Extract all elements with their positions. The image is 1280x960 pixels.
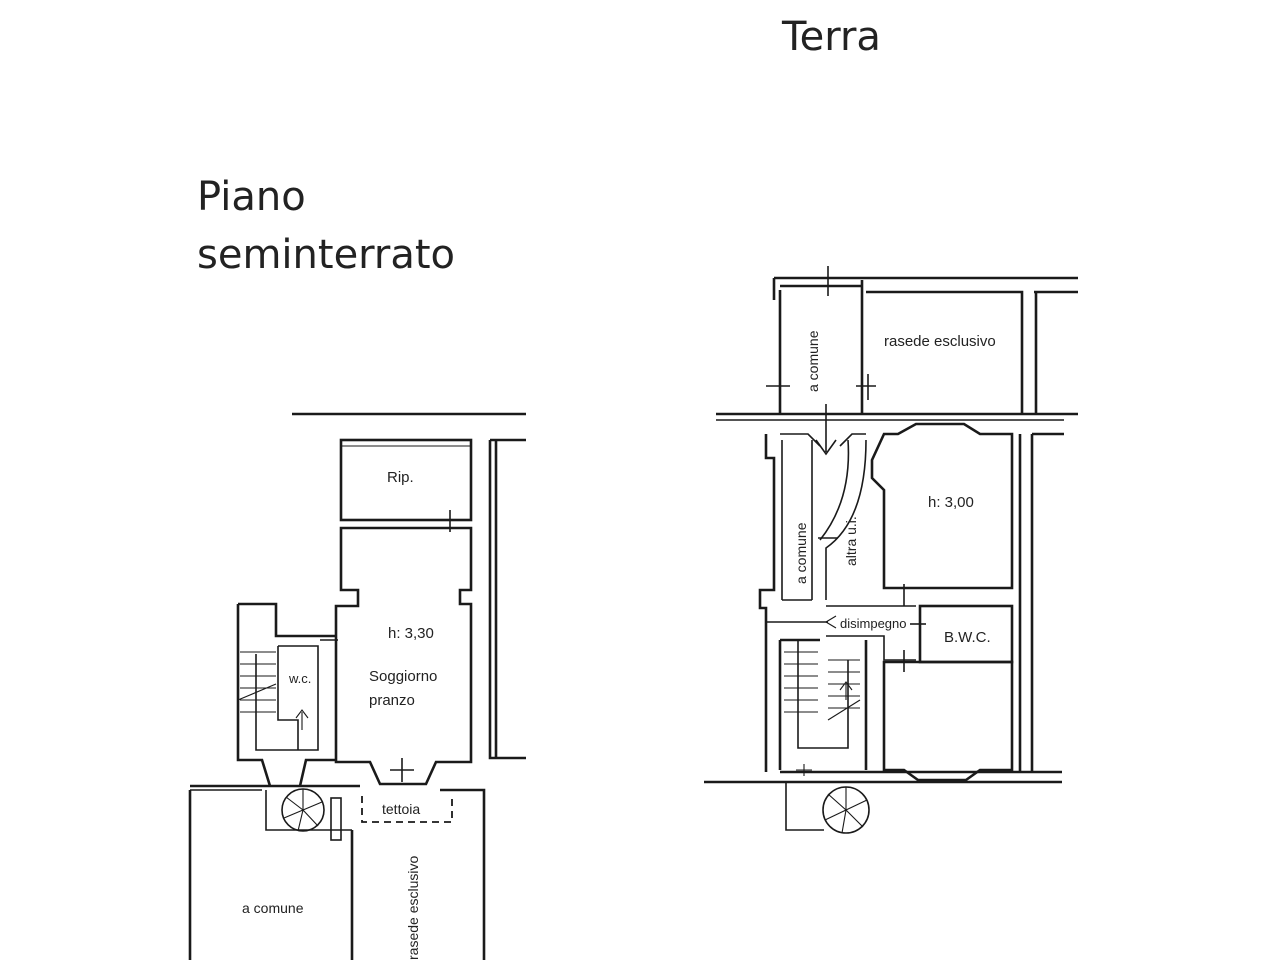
stair-rail [330, 797, 342, 841]
label-rasede-esclusivo-seminterrato: rasede esclusivo [405, 856, 421, 960]
label-rasede-esclusivo-terra: rasede esclusivo [884, 333, 996, 350]
wall-yard [188, 784, 486, 960]
wall-neighbour-right [488, 438, 526, 760]
label-a-comune-seminterrato: a comune [242, 900, 304, 916]
room-h300 [870, 422, 1014, 590]
wall-terra-west [758, 434, 776, 772]
title-seminterrato-line: seminterrato [197, 232, 456, 278]
title-piano-seminterrato: Piano seminterrato [197, 168, 455, 284]
room-altra-ui [819, 439, 867, 600]
plan-terra: a comune rasede esclusivo a comune altra… [704, 266, 1078, 834]
label-rip: Rip. [387, 469, 414, 486]
label-bwc: B.W.C. [944, 629, 991, 646]
stair-steps [240, 651, 276, 713]
wall-corridor-top [780, 433, 866, 447]
terra-landing [785, 782, 824, 831]
wall-terra-top [772, 276, 1078, 414]
spiral-stair-steps [283, 789, 323, 832]
stair-break [237, 683, 277, 701]
tettoia-outline [361, 796, 453, 823]
title-terra: Terra [782, 14, 881, 60]
wall-wc [255, 645, 319, 751]
terra-stair-break [827, 699, 861, 721]
terra-stair-core [797, 640, 849, 749]
wall-stair-block [236, 602, 336, 787]
label-height-seminterrato: h: 3,30 [388, 625, 434, 642]
wall-terra-stair [778, 638, 868, 770]
label-wc: w.c. [288, 671, 311, 686]
room-corridor-a-comune [781, 440, 813, 601]
terra-stair-arrow [839, 681, 853, 700]
room-soggiorno [334, 526, 473, 786]
room-lower [882, 660, 1014, 782]
wall-common-yard [265, 790, 352, 831]
entry-arrow [815, 404, 837, 456]
title-piano-line: Piano [197, 174, 306, 220]
label-a-comune-corridor: a comune [793, 522, 809, 584]
stair-arrow [295, 709, 309, 730]
arrow-disimpegno [825, 615, 837, 629]
label-tettoia: tettoia [382, 801, 420, 817]
label-soggiorno: Soggiorno [369, 668, 437, 685]
terra-stair-door [796, 764, 812, 776]
label-altra-ui: altra u.i. [843, 516, 859, 566]
wall-terra-south [704, 770, 1062, 784]
terra-spiral-stair-steps [824, 787, 868, 834]
room-rip [339, 438, 473, 522]
plan-seminterrato: Rip. h: 3,30 Soggiorno pranzo w.c. tetto… [188, 412, 526, 960]
label-pranzo: pranzo [369, 692, 415, 709]
room-disimpegno [826, 605, 916, 661]
label-height-terra: h: 3,00 [928, 494, 974, 511]
label-a-comune-top: a comune [805, 330, 821, 392]
label-disimpegno: disimpegno [840, 616, 907, 631]
wall-terra-east [1018, 432, 1064, 772]
